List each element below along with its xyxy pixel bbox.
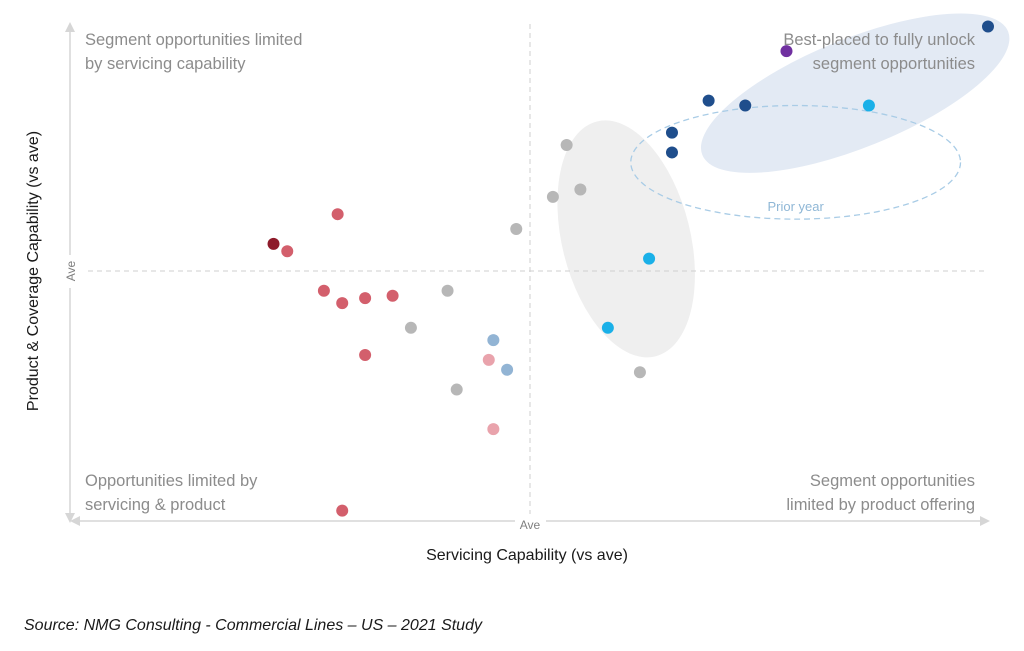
data-point-4-2 <box>317 284 330 297</box>
data-point-0-2 <box>739 99 752 112</box>
quadrant-label-top-left-line2: by servicing capability <box>85 55 246 73</box>
data-point-0-4 <box>665 146 678 159</box>
data-point-0-1 <box>702 94 715 107</box>
data-point-6-1 <box>487 423 500 436</box>
data-point-4-7 <box>336 504 349 517</box>
x-axis-ave-label: Ave <box>520 518 541 532</box>
data-point-3-3 <box>510 223 523 236</box>
y-axis-title: Product & Coverage Capability (vs ave) <box>25 131 42 411</box>
data-point-3-0 <box>560 139 573 152</box>
quadrant-label-bottom-right-line1: Segment opportunities <box>810 472 975 490</box>
data-point-7-1 <box>501 363 514 376</box>
data-point-4-0 <box>331 208 344 221</box>
quadrant-label-bottom-right-line2: limited by product offering <box>786 496 975 514</box>
data-point-2-2 <box>601 321 614 334</box>
data-point-5-0 <box>267 237 280 250</box>
prior-year-ellipse <box>630 104 962 220</box>
x-axis-arrow-left <box>70 516 80 526</box>
data-point-4-5 <box>386 289 399 302</box>
quadrant-label-bottom-left-line1: Opportunities limited by <box>85 472 258 490</box>
y-axis-arrow-bottom <box>65 513 75 523</box>
data-point-4-1 <box>281 245 294 258</box>
axes <box>65 22 990 526</box>
data-point-4-6 <box>359 348 372 361</box>
data-point-4-3 <box>336 297 349 310</box>
data-point-4-4 <box>359 292 372 305</box>
annotations <box>630 104 962 220</box>
data-point-3-5 <box>404 321 417 334</box>
y-axis-ave-label: Ave <box>64 260 78 281</box>
prior-year-label: Prior year <box>767 199 824 214</box>
data-point-3-4 <box>441 284 454 297</box>
data-point-7-0 <box>487 334 500 347</box>
data-point-0-3 <box>665 126 678 139</box>
x-axis-arrow-right <box>980 516 990 526</box>
source-note: Source: NMG Consulting - Commercial Line… <box>24 617 482 634</box>
data-point-2-1 <box>643 252 656 265</box>
data-point-1-0 <box>780 45 793 58</box>
data-point-3-1 <box>574 183 587 196</box>
group-ellipse-1 <box>557 120 695 358</box>
data-point-3-6 <box>450 383 463 396</box>
data-point-0-0 <box>982 20 994 33</box>
quadrant-label-top-right-line1: Best-placed to fully unlock <box>783 31 975 49</box>
group-ellipses <box>557 13 1010 358</box>
y-axis-arrow-top <box>65 22 75 32</box>
data-point-6-0 <box>482 353 495 366</box>
data-points <box>267 20 994 517</box>
data-point-2-0 <box>862 99 875 112</box>
group-ellipse-0 <box>700 13 1010 173</box>
quadrant-label-top-right-line2: segment opportunities <box>813 55 975 73</box>
data-point-3-2 <box>546 190 559 203</box>
quadrant-label-bottom-left-line2: servicing & product <box>85 496 226 514</box>
data-point-3-7 <box>633 366 646 379</box>
quadrant-label-top-left-line1: Segment opportunities limited <box>85 31 302 49</box>
x-axis-title: Servicing Capability (vs ave) <box>426 547 628 564</box>
